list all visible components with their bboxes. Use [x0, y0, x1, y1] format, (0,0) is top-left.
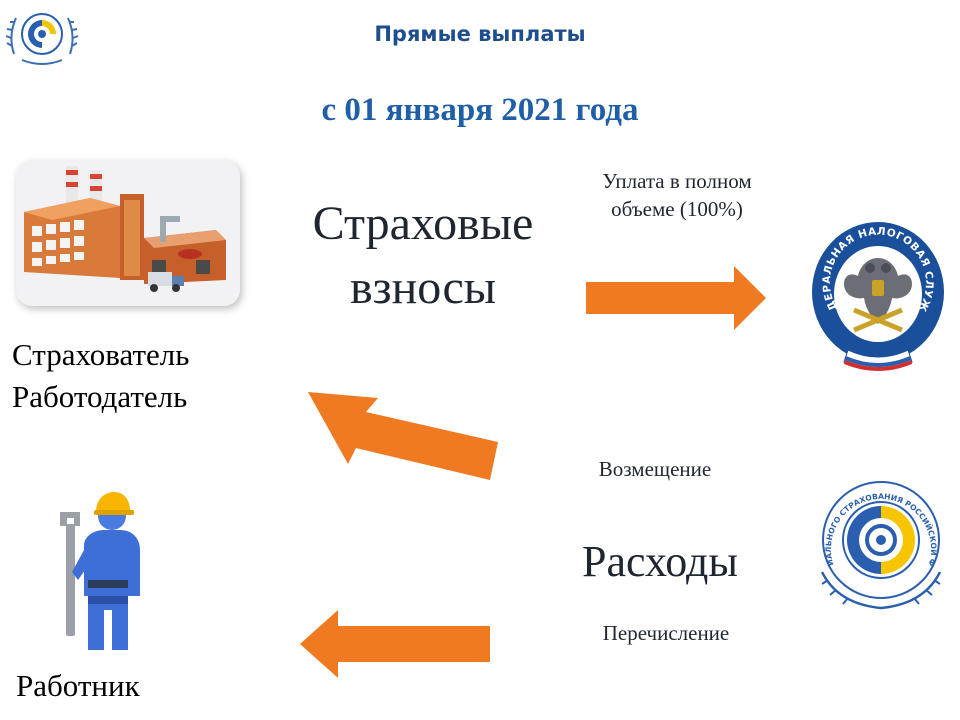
- employer-line-insurer: Страхователь: [12, 337, 190, 372]
- fss-logo-icon: ФОНД СОЦИАЛЬНОГО СТРАХОВАНИЯ РОССИЙСКОЙ …: [808, 476, 942, 610]
- employer-label: Страхователь Работодатель: [12, 334, 272, 418]
- insurance-contributions-label: Страховые взносы: [312, 197, 534, 314]
- page-subtitle: с 01 января 2021 года: [321, 92, 639, 128]
- fss-logo-small-icon: [5, 13, 79, 65]
- arrow-left-to-worker-icon: [300, 610, 490, 678]
- worker-icon: [60, 492, 140, 650]
- expenses-label: Расходы: [582, 537, 738, 586]
- transfer-label: Перечисление: [602, 621, 730, 645]
- factory-icon: [24, 166, 226, 292]
- arrow-left-to-employer-icon: [308, 392, 498, 480]
- fns-emblem-icon: ФЕДЕРАЛЬНАЯ НАЛОГОВАЯ СЛУЖБА: [808, 214, 944, 371]
- worker-label: Работник: [16, 668, 140, 703]
- page-title: Прямые выплаты: [374, 22, 586, 46]
- compensation-label: Возмещение: [598, 457, 712, 481]
- arrow-right-to-fns-icon: [586, 266, 766, 330]
- payment-full-label: Уплата в полном объеме (100%): [602, 169, 752, 221]
- employer-line-employer: Работодатель: [12, 379, 188, 414]
